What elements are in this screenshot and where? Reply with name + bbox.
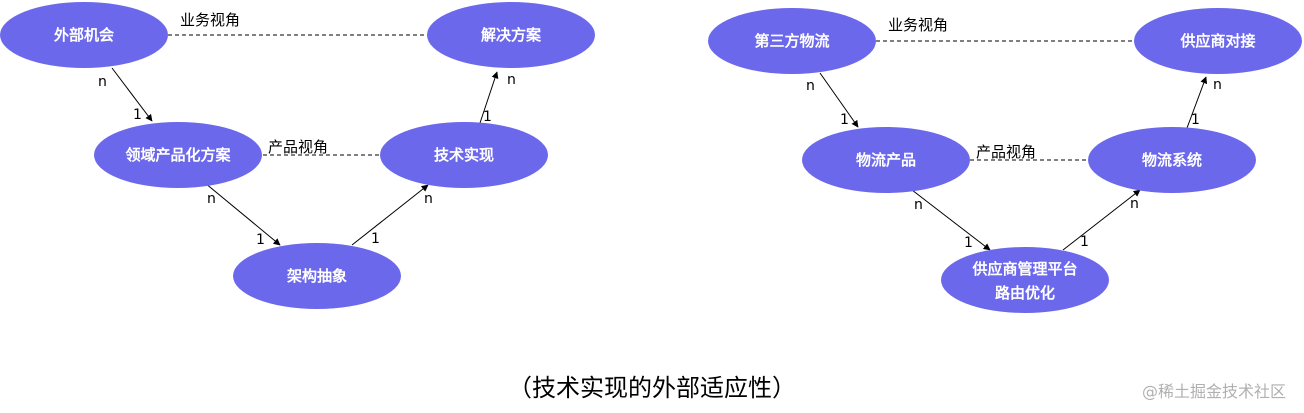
node-tech-implementation[interactable]: 技术实现 xyxy=(380,122,548,188)
edge-label: n xyxy=(1130,196,1139,212)
edge-label: n xyxy=(207,191,216,207)
node-label: 第三方物流 xyxy=(754,32,829,50)
product-view-label: 产品视角 xyxy=(268,138,328,156)
edge-label: n xyxy=(507,72,516,88)
edge-platform-to-logistics-system xyxy=(1062,189,1141,251)
edge-architecture-to-tech xyxy=(351,184,429,246)
node-external-opportunity[interactable]: 外部机会 xyxy=(0,2,168,68)
edge-label: n xyxy=(424,191,433,207)
node-architecture-abstraction[interactable]: 架构抽象 xyxy=(233,243,401,309)
edge-external-to-domain xyxy=(111,67,153,122)
node-supplier-integration[interactable]: 供应商对接 xyxy=(1134,8,1302,74)
edge-label: 1 xyxy=(133,107,142,123)
edge-logistics-system-to-supplier xyxy=(1186,76,1208,129)
node-label-line2: 路由优化 xyxy=(995,284,1055,302)
node-label: 架构抽象 xyxy=(286,267,347,285)
edge-label: n xyxy=(98,74,107,90)
node-label: 外部机会 xyxy=(53,26,114,44)
node-label: 领域产品化方案 xyxy=(124,146,231,164)
node-supplier-management-platform[interactable]: 供应商管理平台 路由优化 xyxy=(941,247,1109,313)
business-view-label: 业务视角 xyxy=(888,16,948,34)
node-label: 解决方案 xyxy=(481,26,542,44)
edge-label: n xyxy=(914,197,923,213)
node-logistics-system[interactable]: 物流系统 xyxy=(1088,127,1256,193)
figure-caption: （技术实现的外部适应性） xyxy=(508,374,796,402)
node-solution[interactable]: 解决方案 xyxy=(427,2,595,68)
edge-label: 1 xyxy=(256,232,265,248)
node-label: 供应商对接 xyxy=(1179,32,1255,50)
watermark: @稀土掘金技术社区 xyxy=(1141,382,1286,401)
edge-label: 1 xyxy=(371,231,380,247)
edge-tech-to-solution xyxy=(479,71,499,124)
left-diagram: 业务视角 产品视角 n 1 n 1 1 n 1 n 外部机会 解决方案 领域产品… xyxy=(0,2,595,309)
product-view-label: 产品视角 xyxy=(976,143,1036,161)
edge-label: n xyxy=(1213,77,1222,93)
right-diagram: 业务视角 产品视角 n 1 n 1 1 n 1 n 第三方物流 供应商对接 物流… xyxy=(708,8,1302,313)
node-label: 技术实现 xyxy=(434,146,494,164)
node-label: 物流系统 xyxy=(1142,151,1202,169)
edge-label: 1 xyxy=(840,112,849,128)
edge-logistics-product-to-platform xyxy=(911,189,991,251)
node-logistics-product[interactable]: 物流产品 xyxy=(802,127,970,193)
edge-3pl-to-logistics-product xyxy=(819,72,859,128)
edge-label: 1 xyxy=(483,109,492,125)
node-label: 物流产品 xyxy=(856,151,916,169)
node-label-line1: 供应商管理平台 xyxy=(971,260,1077,278)
edge-label: 1 xyxy=(1080,234,1089,250)
node-third-party-logistics[interactable]: 第三方物流 xyxy=(708,8,876,74)
edge-label: 1 xyxy=(1191,112,1200,128)
edge-label: 1 xyxy=(964,235,973,251)
edge-domain-to-architecture xyxy=(204,182,281,246)
node-domain-product-solution[interactable]: 领域产品化方案 xyxy=(94,122,262,188)
business-view-label: 业务视角 xyxy=(180,11,240,29)
edge-label: n xyxy=(806,78,815,94)
